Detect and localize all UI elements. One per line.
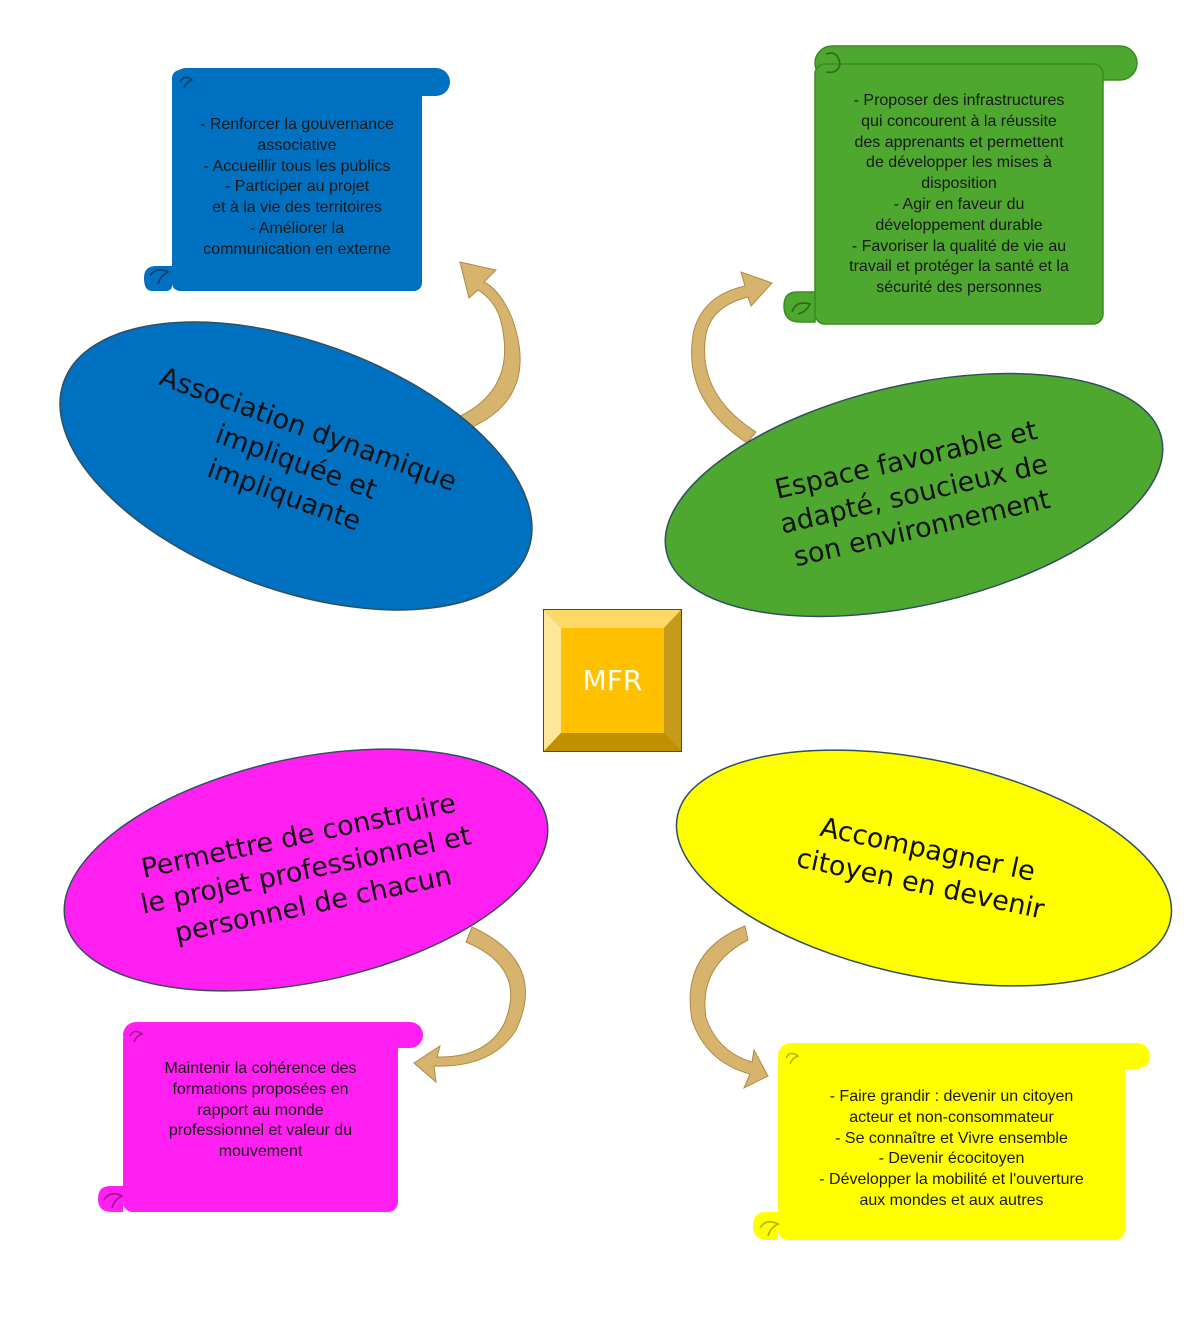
scroll-espace [783, 45, 1138, 325]
theme-details-projet: Maintenir la cohérence des formations pr… [164, 1060, 357, 1161]
scroll-projet [98, 1022, 423, 1212]
scroll-citoyen [753, 1043, 1150, 1240]
mfr-center-box [543, 609, 682, 752]
theme-details-espace: - Proposer des infrastructures qui conco… [849, 92, 1069, 297]
theme-details-association: - Renforcer la gouvernance associative -… [200, 116, 394, 258]
arrow-espace [691, 271, 773, 444]
ellipse-projet [63, 748, 549, 992]
theme-details-citoyen: - Faire grandir : devenir un citoyen act… [819, 1088, 1084, 1209]
arrow-citoyen [689, 925, 769, 1090]
mfr-center-label: MFR [582, 664, 643, 697]
arrow-association [439, 261, 521, 438]
ellipse-association [59, 321, 533, 611]
arrow-projet [413, 926, 526, 1084]
ellipse-espace [664, 372, 1164, 618]
scroll-association [144, 68, 450, 291]
ellipse-citoyen [675, 749, 1173, 987]
